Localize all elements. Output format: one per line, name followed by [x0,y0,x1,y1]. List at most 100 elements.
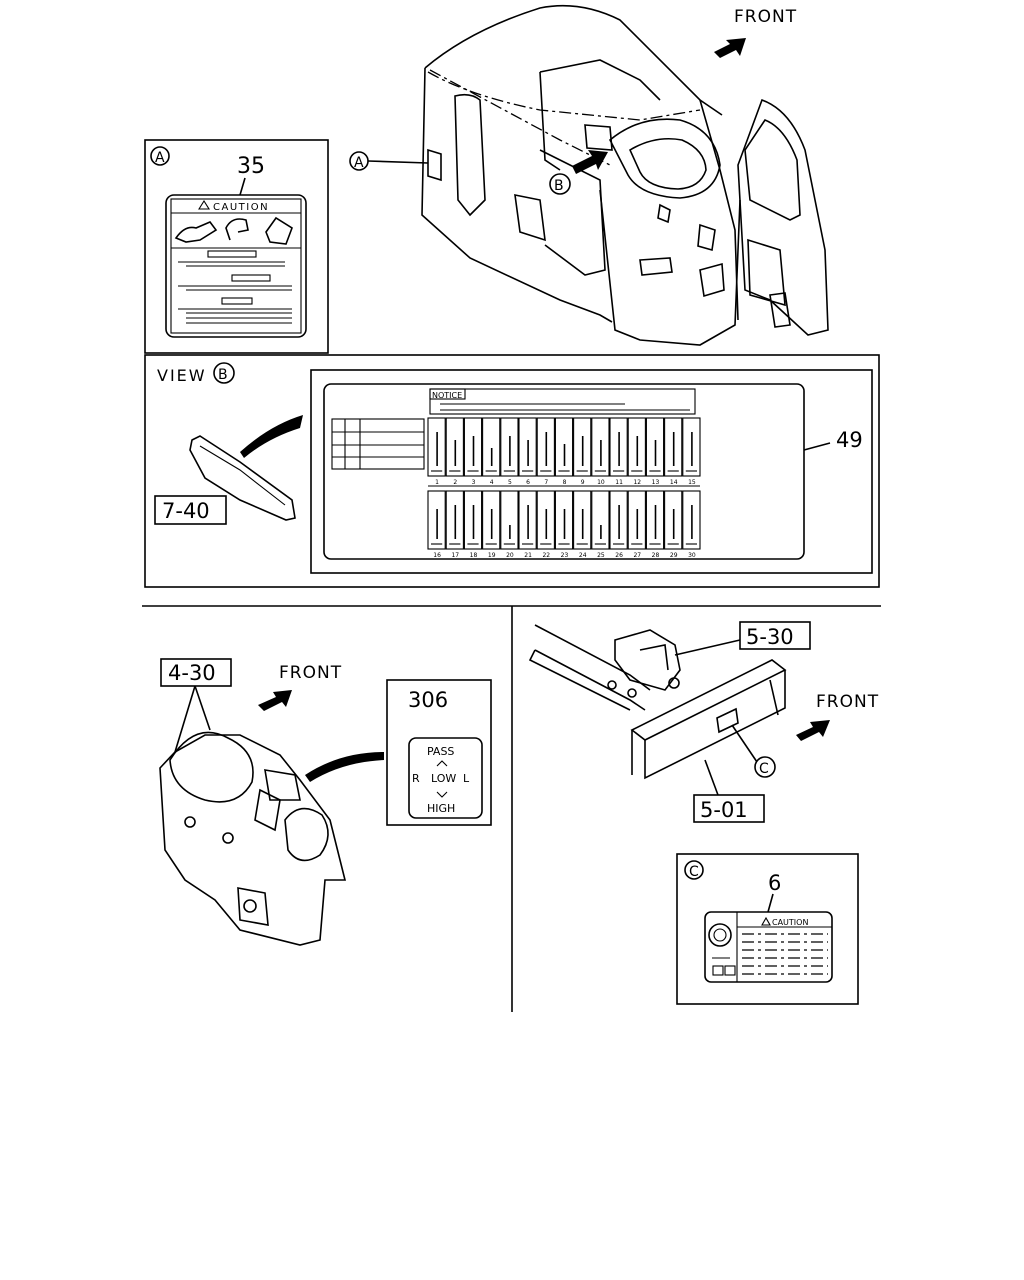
warning-icon [198,199,210,210]
fuse-cell [463,490,483,550]
fuse-cell [445,490,464,550]
cab-illustration: FRONT A B [349,4,829,346]
fuse-number: 8 [563,479,567,486]
fuse-number: 29 [670,552,678,559]
caution-label-6: CAUTION [704,911,833,983]
fuse-number: 25 [597,552,605,559]
fuse-row-2: 16 17 18 19 20 21 22 23 24 25 26 27 28 29 30 [427,490,701,560]
switch-pass: PASS [427,745,454,758]
fuse-cell [682,490,701,550]
callout-a-label: A [354,155,364,171]
fuse-number: 1 [435,479,439,486]
front-label-top: FRONT [734,7,797,27]
switch-low-left: R [412,772,420,785]
front-arrow-icon-right [796,720,830,741]
caution-label-35: CAUTION [165,194,307,338]
fuse-cell [591,490,610,550]
part-number-4-30: 4-30 [168,661,216,685]
detail-a-callout: A [155,150,165,166]
fuse-cell [645,490,665,550]
fuse-number: 22 [542,552,550,559]
notice-49-title: NOTICE [432,391,462,400]
fuse-cell [554,490,574,550]
part-number-6: 6 [768,871,781,895]
switch-high: HIGH [427,802,455,815]
fuse-number: 14 [670,479,678,486]
fuse-cell [573,417,592,477]
fuse-number: 27 [633,552,641,559]
callout-b-circle [549,173,571,195]
fuse-number: 23 [561,552,569,559]
fuse-cell [554,417,574,477]
switch-low-right: L [463,772,470,785]
fuse-number: 30 [688,552,696,559]
detail-c-panel: C 6 CAUTION [676,853,859,1005]
view-b-callout: B [218,367,228,383]
fuse-number: 9 [581,479,585,486]
fuse-number: 19 [488,552,496,559]
front-label-right: FRONT [816,692,879,712]
fuse-number: 3 [472,479,476,486]
fuse-number: 15 [688,479,696,486]
caution-35-title: CAUTION [213,202,269,213]
fuse-number: 10 [597,479,605,486]
callout-b-label: B [554,178,564,194]
fuse-number: 7 [544,479,548,486]
fuse-cell [591,417,610,477]
detail-a-panel: A 35 CAUTION [144,139,329,354]
fuse-cell [573,490,592,550]
cover-part-7-40: 7-40 [154,415,303,525]
fuse-cell [536,417,555,477]
switch-low: LOW [431,772,456,785]
fuse-cell [518,490,537,550]
fuse-number: 12 [633,479,641,486]
fuse-cell [427,490,446,550]
fuse-cell [645,417,665,477]
fuse-number: 20 [506,552,514,559]
part-number-35: 35 [237,154,265,179]
fuse-number: 24 [579,552,587,559]
fuse-number: 26 [615,552,623,559]
fuse-cell [427,417,446,477]
fuse-cell [463,417,483,477]
caution-6-title: CAUTION [772,918,808,927]
fuse-number: 16 [433,552,441,559]
fuse-cell [609,490,628,550]
fuse-number: 4 [490,479,494,486]
fuse-number: 13 [652,479,660,486]
fuse-cell [664,417,683,477]
fuse-cell [536,490,555,550]
frame-assembly: 5-30 5-01 C FRONT [528,621,879,823]
fuse-cell [500,417,519,477]
fuse-cell [518,417,537,477]
fuse-cell [609,417,628,477]
part-number-7-40: 7-40 [162,499,210,523]
front-arrow-icon [714,38,746,58]
part-number-306: 306 [408,688,448,712]
fuse-number: 11 [615,479,623,486]
part-number-5-30: 5-30 [746,625,794,649]
fuse-cell [664,490,683,550]
fuse-number: 5 [508,479,512,486]
fuse-cell [482,490,501,550]
fuse-number: 21 [524,552,532,559]
detail-c-callout: C [689,864,699,880]
fuse-number: 28 [652,552,660,559]
switch-label-306: 306 PASS R LOW L HIGH [386,679,492,826]
front-label-left: FRONT [279,663,342,683]
part-number-49: 49 [836,428,863,452]
callout-c-label: C [759,761,769,777]
fuse-cell [627,417,646,477]
switch-assembly-4-30: 4-30 FRONT 306 PASS R LOW L HIGH [159,658,492,946]
fuse-cell [445,417,464,477]
fuse-cell [682,417,701,477]
fuse-number: 17 [451,552,459,559]
fuse-cell [500,490,519,550]
part-number-5-01: 5-01 [700,798,748,822]
fuse-number: 18 [470,552,478,559]
front-arrow-icon-left [258,690,292,711]
